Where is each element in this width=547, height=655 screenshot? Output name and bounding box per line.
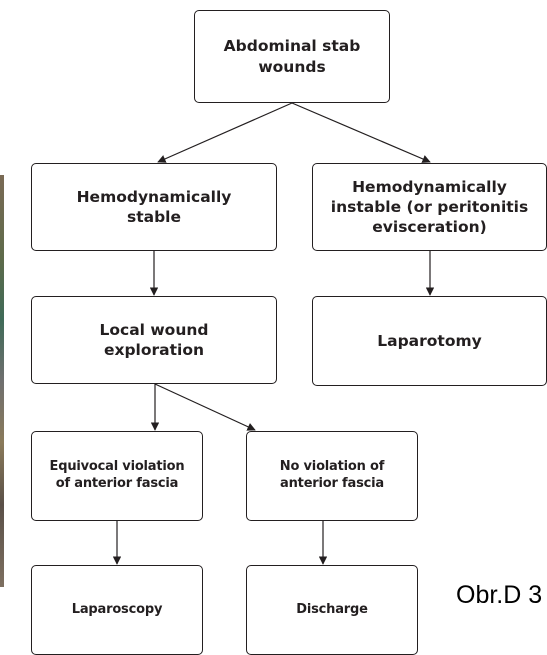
arrow-root-to-stable — [157, 102, 293, 163]
figure-caption: Obr.D 3 — [456, 581, 543, 609]
node-hemodynamically-instable: Hemodynamically instable (or peritonitis… — [312, 163, 547, 251]
arrow-local-to-no-violation — [154, 383, 256, 431]
node-laparoscopy: Laparoscopy — [31, 565, 203, 655]
node-equivocal-violation: Equivocal violation of anterior fascia — [31, 431, 203, 521]
node-abdominal-stab-wounds: Abdominal stab wounds — [194, 10, 390, 103]
arrow-root-to-instable — [291, 102, 431, 163]
node-laparotomy: Laparotomy — [312, 296, 547, 386]
left-edge-photo-strip — [0, 175, 4, 587]
node-discharge: Discharge — [246, 565, 418, 655]
node-hemodynamically-stable: Hemodynamically stable — [31, 163, 277, 251]
node-local-wound-exploration: Local wound exploration — [31, 296, 277, 384]
node-no-violation: No violation of anterior fascia — [246, 431, 418, 521]
